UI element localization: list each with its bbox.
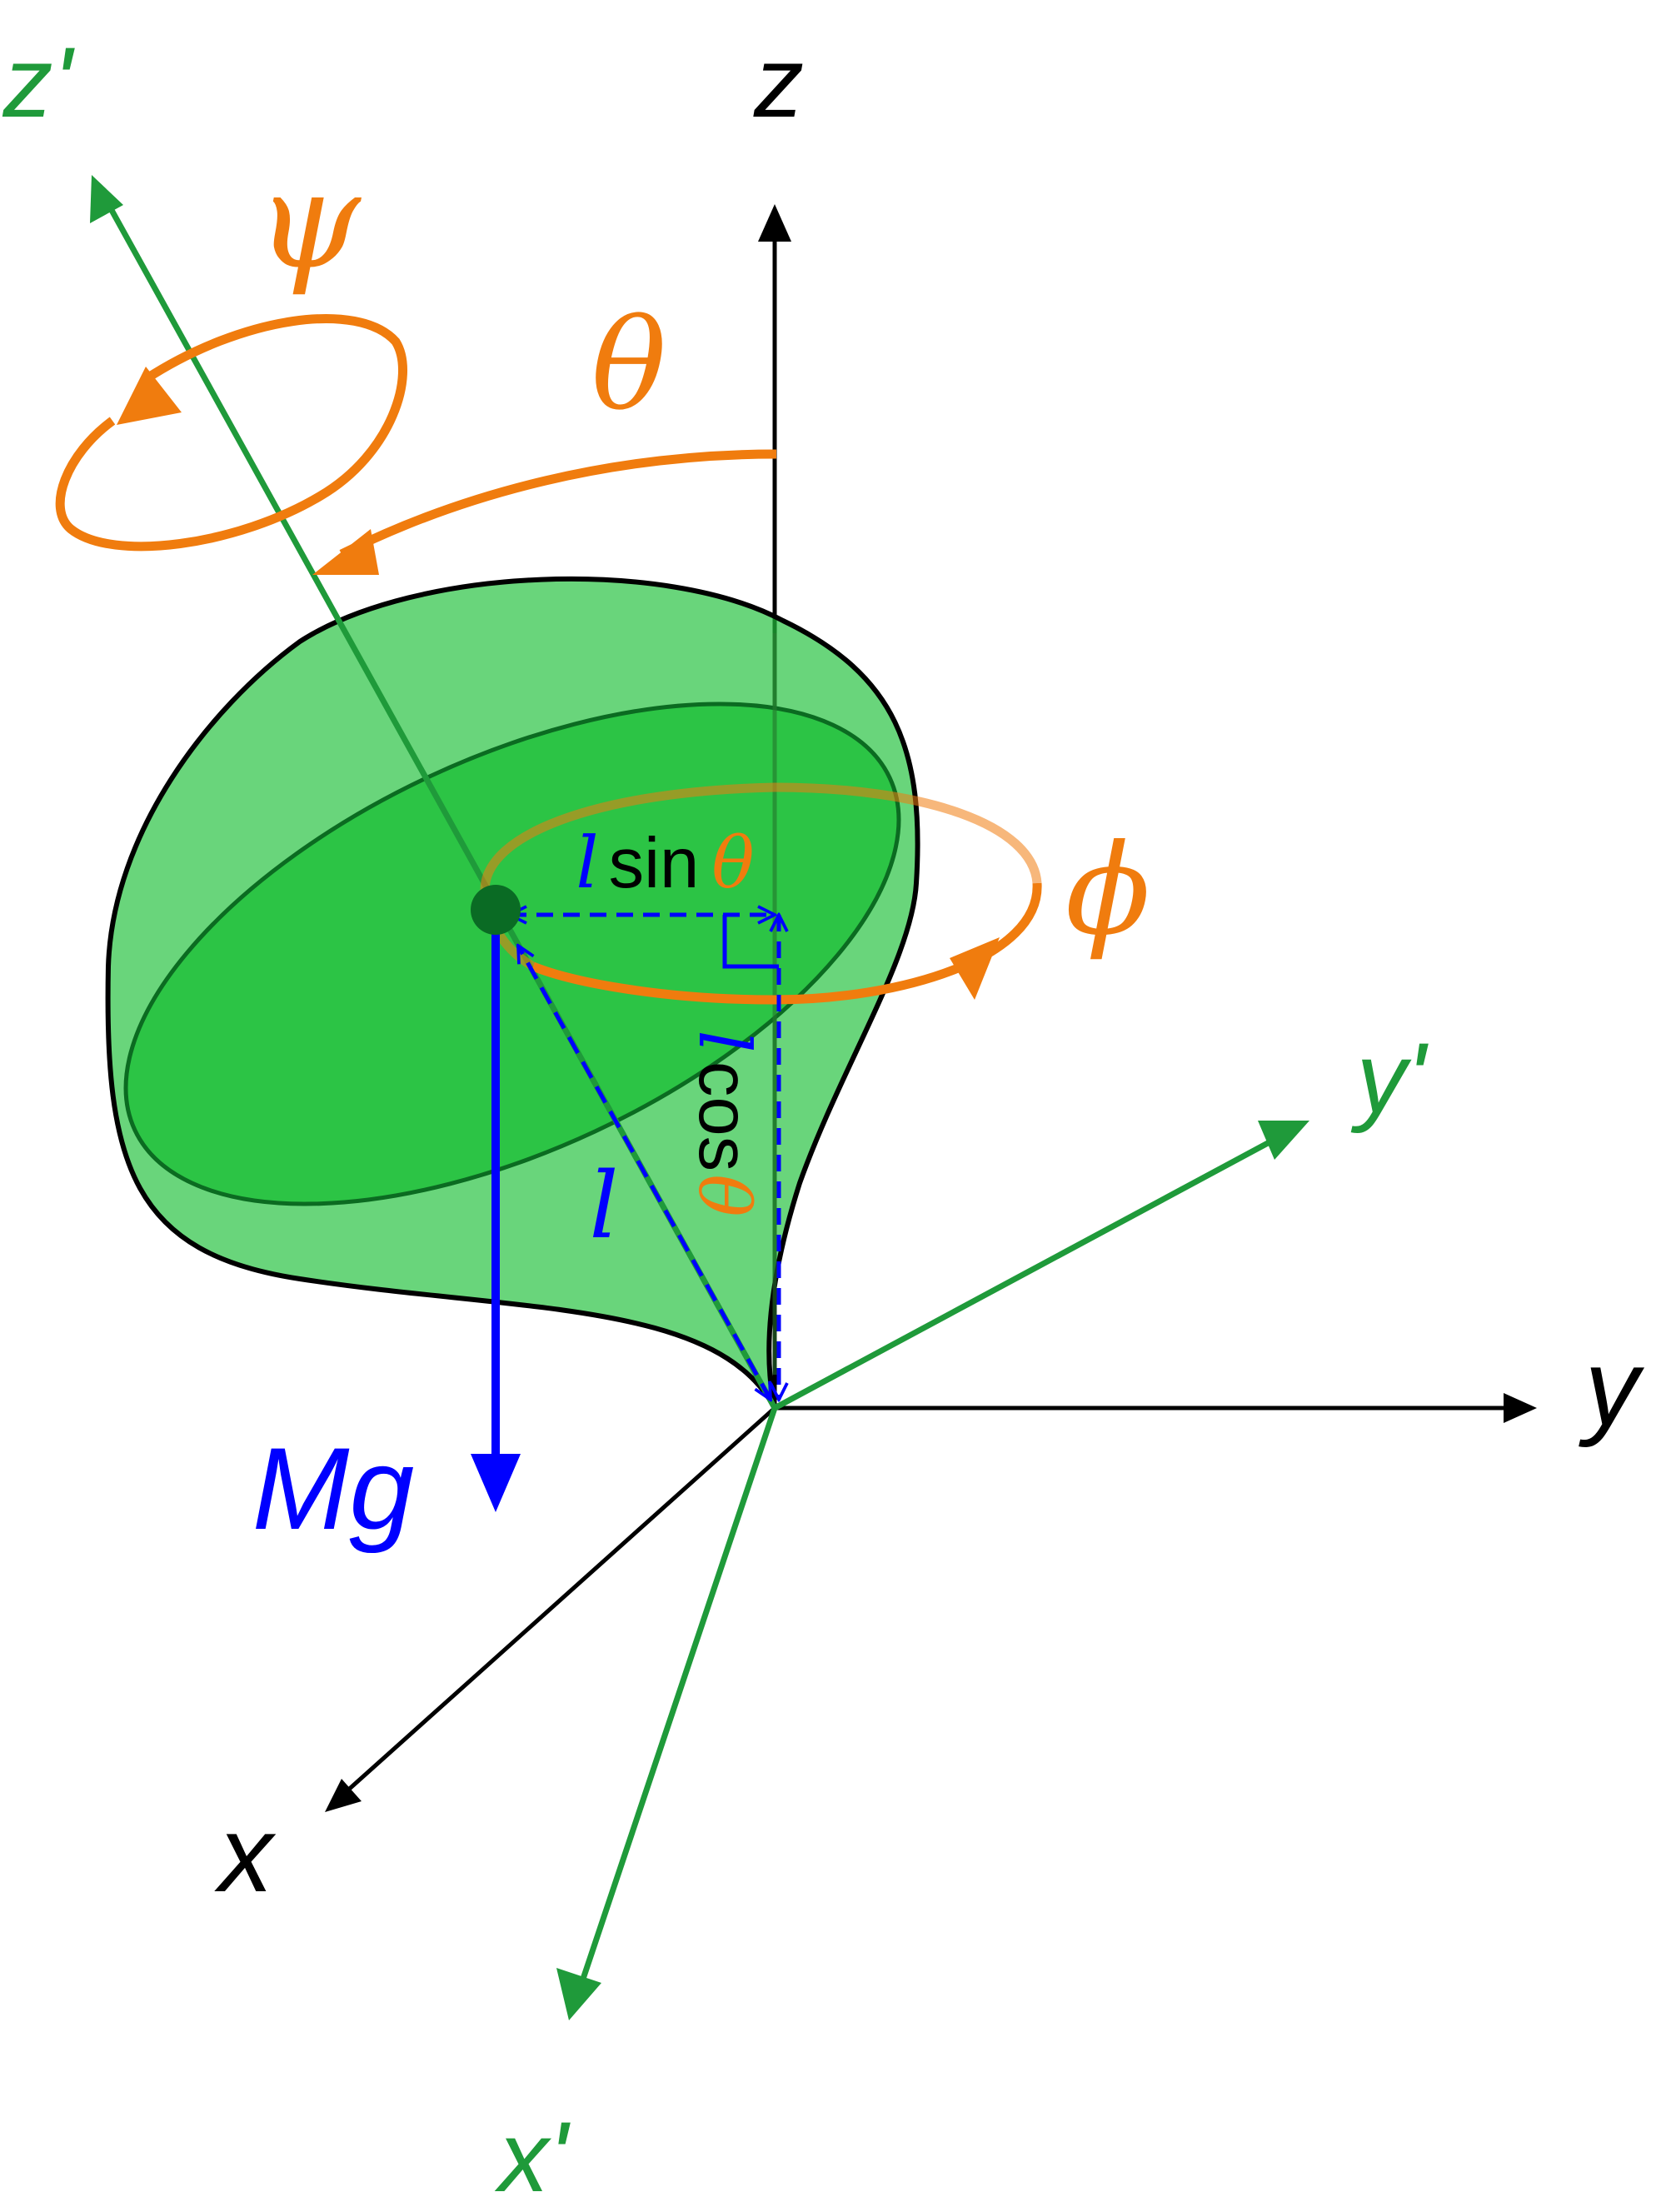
z-prime-axis — [105, 202, 778, 1410]
cos-label-theta: θ — [682, 1174, 765, 1216]
y-prime-axis-label: y' — [1351, 1022, 1429, 1134]
theta-arrowhead — [312, 529, 379, 575]
z-prime-axis-label: z' — [2, 27, 76, 138]
weight-arrowhead — [471, 1454, 521, 1512]
phi-ellipse-back — [480, 782, 1042, 906]
sin-label: l sin θ — [576, 822, 754, 905]
y-axis-label: y — [1579, 1326, 1645, 1448]
x-prime-axis — [576, 1406, 778, 1993]
psi-label: ψ — [256, 142, 362, 298]
cos-label-l: l — [682, 1030, 765, 1052]
x-axis — [336, 1406, 776, 1801]
body-axes — [90, 175, 1309, 2020]
y-prime-axis — [773, 1134, 1280, 1411]
right-angle-marker — [722, 915, 779, 969]
cos-label: l cos θ — [682, 1030, 765, 1216]
sin-label-l: l — [576, 822, 598, 905]
theta-rotation — [312, 449, 777, 575]
x-axis-label: x — [214, 1793, 277, 1915]
phi-label: ϕ — [1065, 818, 1150, 963]
z-axis-label: z — [753, 27, 804, 138]
labels: z y x z' y' x' ψ θ ϕ Mg l l sin θ l cos … — [2, 27, 1645, 2212]
theta-arc — [339, 449, 777, 558]
y-prime-axis-arrowhead — [1258, 1121, 1309, 1160]
phi-arrowhead — [950, 937, 1000, 1000]
vectors — [471, 915, 779, 1512]
sin-label-fn: sin — [609, 824, 700, 903]
x-prime-axis-arrowhead — [556, 1968, 601, 2020]
y-axis-arrowhead — [1504, 1393, 1537, 1423]
x-axis-arrowhead — [325, 1779, 362, 1812]
length-label: l — [589, 1152, 618, 1259]
sin-label-theta: θ — [711, 822, 754, 905]
z-prime-axis-arrowhead — [90, 175, 123, 223]
x-prime-axis-label: x' — [495, 2101, 571, 2212]
psi-arrowhead — [117, 367, 182, 425]
center-of-mass-dot — [471, 885, 521, 935]
weight-label: Mg — [252, 1423, 414, 1554]
psi-ellipse — [55, 313, 407, 552]
phi-ellipse-front — [531, 882, 1042, 1005]
cos-label-fn: cos — [684, 1061, 763, 1171]
psi-rotation — [55, 313, 407, 552]
z-axis-arrowhead — [758, 204, 791, 242]
theta-label: θ — [591, 293, 666, 438]
length-vector — [516, 946, 773, 1401]
